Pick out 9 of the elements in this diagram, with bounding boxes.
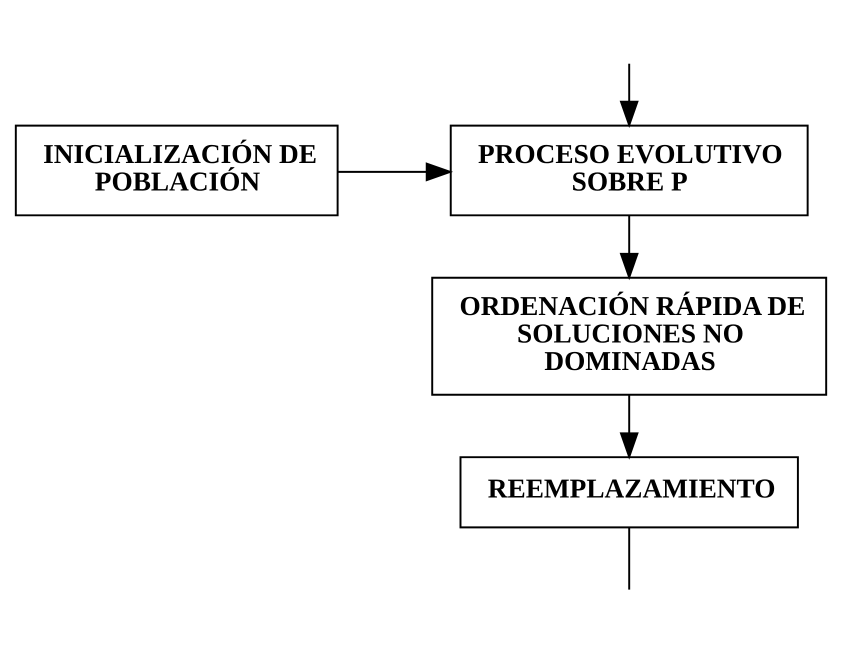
arrow — [338, 162, 454, 181]
node-box: REEMPLAZAMIENTO — [460, 456, 799, 528]
arrow — [620, 63, 639, 128]
arrow — [620, 394, 639, 460]
node-box: PROCESO EVOLUTIVO SOBRE P — [450, 124, 809, 216]
node-box: ORDENACIÓN RÁPIDA DE SOLUCIONES NO DOMINADAS — [431, 276, 828, 396]
arrow — [620, 215, 639, 280]
node-box: INICIALIZACIÓN DE POBLACIÓN — [14, 124, 339, 216]
connector — [628, 527, 630, 590]
